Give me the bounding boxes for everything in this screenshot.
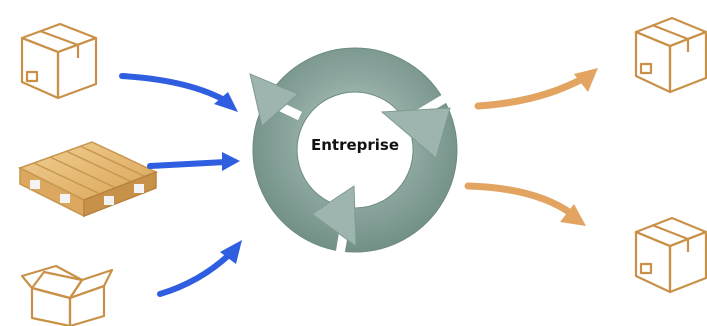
cycle-arrowhead-top	[249, 73, 299, 127]
cycle-arrowhead-right	[380, 107, 451, 159]
input-box-icon	[20, 22, 98, 100]
input-pallet-icon	[18, 141, 158, 218]
input-arrow-2	[147, 152, 240, 171]
center-label: Entreprise	[311, 136, 399, 154]
enterprise-cycle: Entreprise	[249, 47, 458, 255]
output-arrow-2	[464, 182, 586, 226]
output-arrow-1	[474, 68, 598, 110]
input-open-box-icon	[20, 264, 114, 326]
output-box-icon-2	[634, 216, 707, 294]
cycle-arrowhead-bottom	[311, 185, 357, 248]
input-arrow-3	[157, 240, 242, 297]
input-arrow-1	[119, 73, 238, 112]
output-box-icon-1	[634, 16, 707, 94]
